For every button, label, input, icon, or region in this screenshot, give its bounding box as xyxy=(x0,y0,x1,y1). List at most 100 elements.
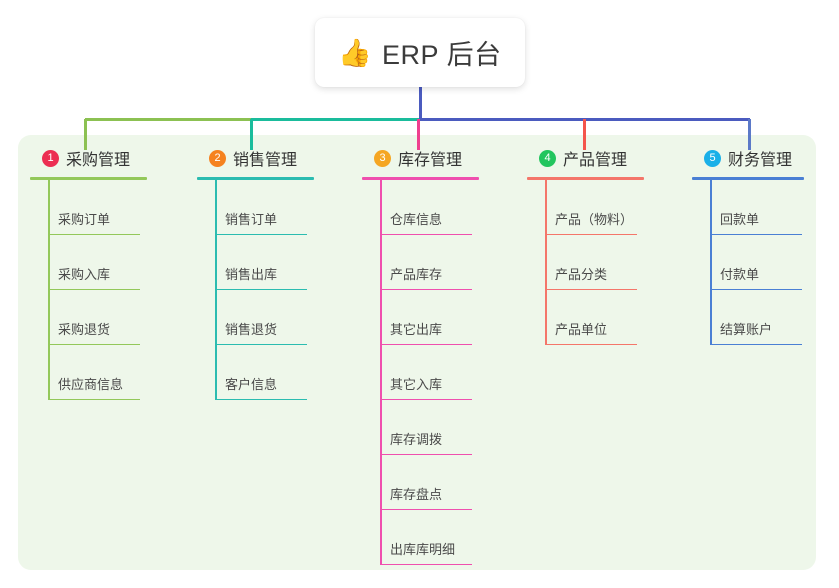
branch-items-1: 采购订单采购入库采购退货供应商信息 xyxy=(30,180,147,400)
list-item-label: 付款单 xyxy=(720,267,760,282)
branch-items-3: 仓库信息产品库存其它出库其它入库库存调拨库存盘点出库库明细 xyxy=(362,180,479,565)
list-item[interactable]: 其它出库 xyxy=(362,290,479,345)
list-item[interactable]: 出库库明细 xyxy=(362,510,479,565)
branch-header-1[interactable]: 1 采购管理 xyxy=(30,145,147,171)
root-title: ERP 后台 xyxy=(382,40,502,70)
leaf-connector xyxy=(710,235,712,290)
leaf-connector xyxy=(545,235,547,290)
list-item-underline xyxy=(545,343,637,345)
leaf-connector xyxy=(48,235,50,290)
list-item-label: 出库库明细 xyxy=(390,542,456,557)
list-item-underline xyxy=(380,233,472,235)
list-item[interactable]: 供应商信息 xyxy=(30,345,147,400)
list-item-label: 销售出库 xyxy=(225,267,278,282)
list-item[interactable]: 回款单 xyxy=(692,180,804,235)
list-item[interactable]: 采购入库 xyxy=(30,235,147,290)
leaf-connector xyxy=(48,345,50,400)
list-item-label: 其它入库 xyxy=(390,377,443,392)
list-item-label: 产品单位 xyxy=(555,322,608,337)
list-item[interactable]: 结算账户 xyxy=(692,290,804,345)
branch-title-4: 产品管理 xyxy=(563,152,628,169)
leaf-connector xyxy=(710,180,712,235)
list-item-underline xyxy=(48,343,140,345)
list-item-label: 采购入库 xyxy=(58,267,111,282)
list-item-underline xyxy=(710,343,802,345)
list-item-label: 回款单 xyxy=(720,212,760,227)
list-item[interactable]: 付款单 xyxy=(692,235,804,290)
leaf-connector xyxy=(380,345,382,400)
list-item-underline xyxy=(48,398,140,400)
branch-badge-3: 3 xyxy=(374,149,391,167)
branch-badge-1: 1 xyxy=(42,149,59,167)
list-item[interactable]: 其它入库 xyxy=(362,345,479,400)
leaf-connector xyxy=(215,290,217,345)
list-item-label: 客户信息 xyxy=(225,377,278,392)
leaf-connector xyxy=(545,180,547,235)
list-item[interactable]: 采购订单 xyxy=(30,180,147,235)
list-item-underline xyxy=(545,288,637,290)
list-item[interactable]: 库存调拨 xyxy=(362,400,479,455)
list-item-label: 产品库存 xyxy=(390,267,443,282)
list-item[interactable]: 产品库存 xyxy=(362,235,479,290)
leaf-connector xyxy=(545,290,547,345)
list-item[interactable]: 采购退货 xyxy=(30,290,147,345)
list-item-label: 采购退货 xyxy=(58,322,111,337)
leaf-connector xyxy=(48,290,50,345)
leaf-connector xyxy=(380,235,382,290)
branch-header-2[interactable]: 2 销售管理 xyxy=(197,145,314,171)
branch-title-5: 财务管理 xyxy=(728,152,793,169)
branch-title-1: 采购管理 xyxy=(66,152,131,169)
thumbs-up-icon: 👍 xyxy=(338,38,373,68)
leaf-connector xyxy=(215,345,217,400)
leaf-connector xyxy=(380,180,382,235)
list-item[interactable]: 销售退货 xyxy=(197,290,314,345)
list-item[interactable]: 仓库信息 xyxy=(362,180,479,235)
list-item-underline xyxy=(380,453,472,455)
list-item-underline xyxy=(380,343,472,345)
list-item-underline xyxy=(48,233,140,235)
list-item-underline xyxy=(380,508,472,510)
branch-items-5: 回款单付款单结算账户 xyxy=(692,180,804,345)
branch-underline-1 xyxy=(30,177,147,180)
leaf-connector xyxy=(710,290,712,345)
branch-items-2: 销售订单销售出库销售退货客户信息 xyxy=(197,180,314,400)
list-item[interactable]: 产品（物料） xyxy=(527,180,644,235)
leaf-connector xyxy=(380,455,382,510)
branch-column-2: 2 销售管理销售订单销售出库销售退货客户信息 xyxy=(197,145,314,400)
list-item-underline xyxy=(380,288,472,290)
list-item-underline xyxy=(380,563,472,565)
branch-badge-2: 2 xyxy=(209,149,226,167)
leaf-connector xyxy=(380,400,382,455)
branch-column-5: 5 财务管理回款单付款单结算账户 xyxy=(692,145,804,345)
list-item-underline xyxy=(215,343,307,345)
branch-column-1: 1 采购管理采购订单采购入库采购退货供应商信息 xyxy=(30,145,147,400)
list-item-label: 销售订单 xyxy=(225,212,278,227)
leaf-connector xyxy=(215,180,217,235)
branch-items-4: 产品（物料）产品分类产品单位 xyxy=(527,180,644,345)
leaf-connector xyxy=(215,235,217,290)
list-item-underline xyxy=(215,288,307,290)
diagram-panel xyxy=(18,135,816,570)
list-item[interactable]: 客户信息 xyxy=(197,345,314,400)
list-item-label: 仓库信息 xyxy=(390,212,443,227)
list-item-label: 供应商信息 xyxy=(58,377,124,392)
list-item-label: 库存盘点 xyxy=(390,487,443,502)
branch-header-5[interactable]: 5 财务管理 xyxy=(692,145,804,171)
branch-underline-3 xyxy=(362,177,479,180)
branch-underline-4 xyxy=(527,177,644,180)
root-node[interactable]: 👍 ERP 后台 xyxy=(315,18,525,87)
list-item-label: 采购订单 xyxy=(58,212,111,227)
list-item[interactable]: 产品单位 xyxy=(527,290,644,345)
list-item-underline xyxy=(380,398,472,400)
branch-badge-5: 5 xyxy=(704,149,721,167)
list-item[interactable]: 产品分类 xyxy=(527,235,644,290)
branch-title-2: 销售管理 xyxy=(233,152,298,169)
list-item[interactable]: 销售订单 xyxy=(197,180,314,235)
list-item-label: 结算账户 xyxy=(720,322,773,337)
list-item[interactable]: 销售出库 xyxy=(197,235,314,290)
list-item[interactable]: 库存盘点 xyxy=(362,455,479,510)
